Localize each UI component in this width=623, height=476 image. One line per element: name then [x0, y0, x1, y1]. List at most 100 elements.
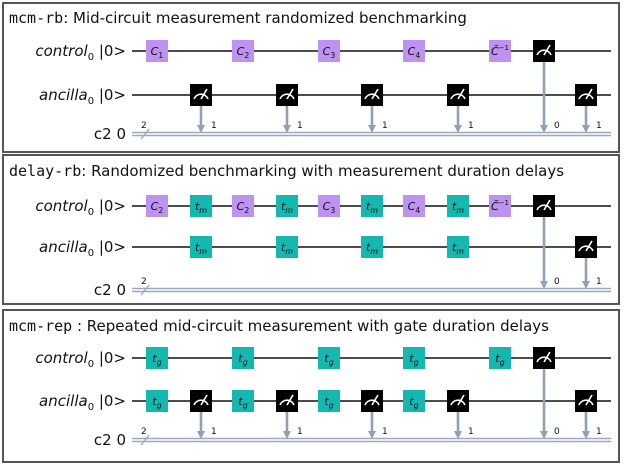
- measurement-gate: 1: [447, 390, 474, 439]
- gate-label: tm: [452, 200, 464, 215]
- clifford-gate: C̃−1: [489, 40, 511, 62]
- classical-bit-label: 1: [596, 427, 602, 437]
- gate-label: tm: [366, 200, 378, 215]
- delay-gate: tm: [361, 236, 383, 258]
- control-qubit-label: control0 |0>: [35, 197, 126, 218]
- measurement-arrow-head: [454, 125, 462, 133]
- gate-box: [489, 195, 511, 217]
- gate-box: [318, 40, 340, 62]
- gate-label: tg: [324, 395, 333, 410]
- classical-bit-label: 1: [468, 121, 474, 131]
- classical-bit-label: 1: [382, 121, 388, 131]
- gate-box: [447, 236, 469, 258]
- classical-bit-label: 1: [596, 121, 602, 131]
- measurement-box: [276, 390, 298, 412]
- measurement-box: [575, 390, 597, 412]
- classical-width-label: 2: [141, 427, 147, 437]
- measurement-box: [447, 84, 469, 106]
- classical-bit-label: 1: [382, 427, 388, 437]
- measurement-gate: 1: [190, 84, 217, 133]
- meter-icon: [450, 93, 466, 100]
- gate-box: [146, 40, 168, 62]
- clifford-gate: C̃−1: [489, 195, 511, 217]
- ancilla-qubit-label: ancilla0 |0>: [39, 392, 126, 413]
- gate-box: [447, 195, 469, 217]
- measurement-gate: 1: [190, 390, 217, 439]
- delay-gate: tm: [190, 195, 212, 217]
- clifford-gate: C4: [403, 40, 425, 62]
- measurement-gate: 1: [361, 84, 388, 133]
- gate-box: [403, 40, 425, 62]
- delay-gate: tg: [146, 390, 168, 412]
- gate-label: C2: [237, 45, 250, 60]
- delay-gate: tg: [232, 390, 254, 412]
- bus-slash-icon: [140, 128, 150, 140]
- meter-needle-icon: [286, 394, 294, 406]
- meter-needle-icon: [585, 88, 593, 100]
- delay-gate: tg: [146, 347, 168, 369]
- gate-label: tg: [238, 352, 247, 367]
- meter-needle-icon: [371, 88, 379, 100]
- delay-gate: tm: [190, 236, 212, 258]
- measurement-box: [190, 84, 212, 106]
- meter-needle-icon: [543, 351, 551, 363]
- delay-gate: tg: [403, 390, 425, 412]
- measurement-arrow-head: [582, 431, 590, 439]
- measurement-arrow-head: [582, 281, 590, 289]
- classical-bit-label: 1: [297, 121, 303, 131]
- clifford-gate: C1: [146, 40, 168, 62]
- gate-box: [232, 195, 254, 217]
- gate-label: tm: [366, 241, 378, 256]
- classical-width-label: 2: [141, 121, 147, 131]
- gate-label: tg: [152, 352, 161, 367]
- measurement-arrow-head: [283, 431, 291, 439]
- gate-label: C̃−1: [491, 44, 509, 58]
- panel-title: mcm-rb: Mid-circuit measurement randomiz…: [9, 9, 467, 27]
- measurement-arrow-head: [540, 281, 548, 289]
- meter-icon: [279, 399, 295, 406]
- gate-label: C1: [151, 45, 164, 60]
- meter-icon: [536, 49, 552, 56]
- measurement-gate: 1: [575, 236, 602, 289]
- gate-label: C3: [323, 45, 336, 60]
- measurement-gate: 0: [533, 347, 560, 439]
- gate-box: [489, 40, 511, 62]
- meter-needle-icon: [371, 394, 379, 406]
- delay-gate: tm: [276, 236, 298, 258]
- measurement-gate: 1: [276, 84, 303, 133]
- delay-gate: tm: [447, 195, 469, 217]
- measurement-arrow-head: [540, 431, 548, 439]
- measurement-box: [447, 390, 469, 412]
- meter-needle-icon: [585, 240, 593, 252]
- meter-icon: [578, 93, 594, 100]
- clifford-gate: C3: [318, 195, 340, 217]
- meter-needle-icon: [585, 394, 593, 406]
- measurement-box: [533, 40, 555, 62]
- gate-box: [403, 195, 425, 217]
- clifford-gate: C2: [232, 195, 254, 217]
- meter-icon: [536, 204, 552, 211]
- delay-gate: tm: [447, 236, 469, 258]
- gate-label: tg: [409, 395, 418, 410]
- gate-box: [318, 347, 340, 369]
- delay-gate: tg: [318, 390, 340, 412]
- control-qubit-label: control0 |0>: [35, 349, 126, 370]
- classical-bit-label: 1: [468, 427, 474, 437]
- gate-label: tg: [238, 395, 247, 410]
- measurement-gate: 1: [575, 84, 602, 133]
- bus-slash-icon: [140, 434, 150, 446]
- gate-box: [232, 390, 254, 412]
- classical-register-label: c2 0: [94, 431, 126, 449]
- delay-gate: tm: [276, 195, 298, 217]
- measurement-box: [533, 347, 555, 369]
- panel-title: mcm-rep : Repeated mid-circuit measureme…: [9, 317, 549, 335]
- meter-icon: [450, 399, 466, 406]
- meter-needle-icon: [457, 88, 465, 100]
- gate-box: [232, 347, 254, 369]
- gate-box: [318, 195, 340, 217]
- measurement-gate: 1: [276, 390, 303, 439]
- classical-bit-label: 0: [554, 427, 560, 437]
- clifford-gate: C2: [146, 195, 168, 217]
- control-qubit-label: control0 |0>: [35, 42, 126, 63]
- classical-register-label: c2 0: [94, 125, 126, 143]
